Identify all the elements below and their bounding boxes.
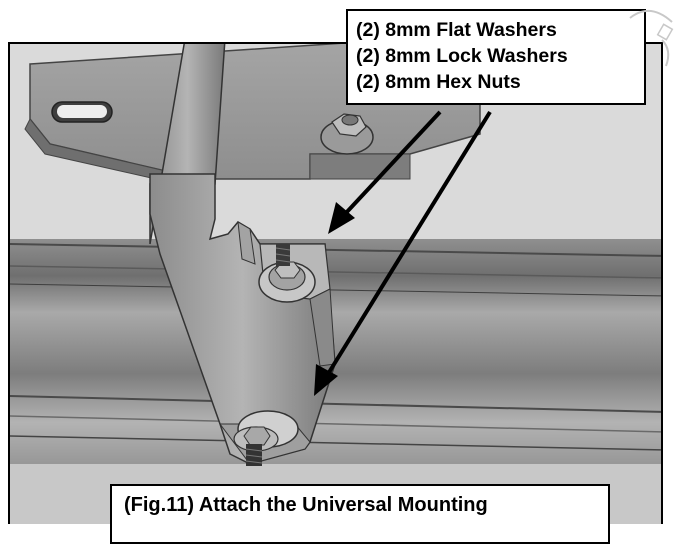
assembly-drawing (10, 44, 661, 524)
arrow-head-upper (328, 202, 355, 234)
lower-washer-nut-assembly (233, 410, 299, 466)
assembly-illustration (8, 42, 663, 524)
hardware-callout-box: (2) 8mm Flat Washers (2) 8mm Lock Washer… (346, 9, 646, 105)
stamp-graphic (629, 10, 674, 67)
rail (10, 239, 661, 524)
callout-flat-washers: (2) 8mm Flat Washers (356, 19, 557, 41)
callout-arrows (314, 110, 492, 396)
upper-hex-nut (320, 113, 374, 155)
figure-caption-box: (Fig.11) Attach the Universal Mounting (110, 484, 610, 544)
callout-hex-nuts: (2) 8mm Hex Nuts (356, 71, 521, 93)
arrow-to-upper-hardware (343, 110, 442, 216)
figure-caption: (Fig.11) Attach the Universal Mounting (124, 494, 488, 516)
callout-lock-washers: (2) 8mm Lock Washers (356, 45, 568, 67)
arrow-to-lower-hardware (326, 110, 492, 376)
arrow-head-lower (314, 364, 338, 396)
watermark-stamp (620, 0, 676, 70)
middle-washer-nut-assembly (258, 244, 316, 303)
